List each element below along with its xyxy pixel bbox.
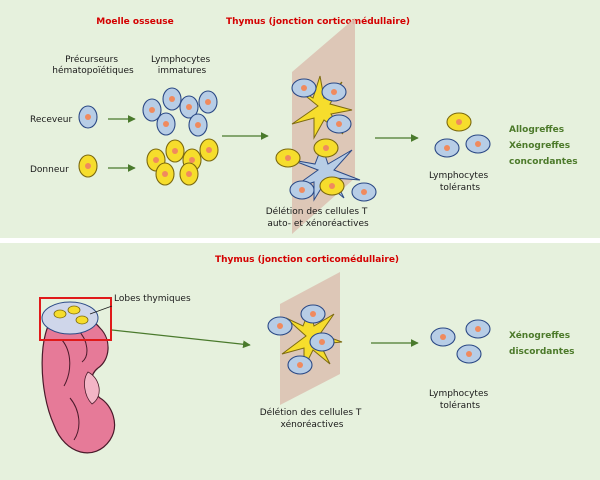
label-tolerant-top: Lymphocytes tolérants (429, 171, 491, 193)
outcome-discordant-xeno-2: discordantes (509, 347, 575, 357)
label-tolerant-bottom: Lymphocytes tolérants (429, 389, 491, 411)
outcome-allograft: Allogreffes (509, 125, 564, 135)
title-marrow: Moelle osseuse (96, 17, 174, 27)
label-donor: Donneur (30, 165, 69, 175)
outcome-concordant-xeno-2: concordantes (509, 157, 578, 167)
thymus-cells-bottom (267, 304, 335, 375)
label-deletion-top: Délétion des cellules T auto- et xénoréa… (266, 206, 371, 229)
arrow-to-thymus-bottom (111, 329, 251, 349)
immature-cells-donor (146, 138, 219, 186)
label-recipient: Receveur (30, 115, 72, 125)
precursor-cell-recipient (78, 105, 98, 129)
tolerant-cells-bottom (430, 319, 491, 364)
thymic-lobes-highlight (39, 297, 112, 341)
label-deletion-bottom: Délétion des cellules T xénoréactives (260, 407, 365, 430)
title-thymus-bottom: Thymus (jonction corticomédullaire) (215, 254, 399, 265)
outcome-concordant-xeno-1: Xénogreffes (509, 140, 570, 151)
label-precursors: Précurseurs hématopoïétiques (52, 54, 134, 76)
outcome-discordant-xeno-1: Xénogreffes (509, 330, 570, 341)
thymus-cells-top (275, 78, 377, 202)
label-thymic-lobes: Lobes thymiques (114, 294, 191, 304)
title-thymus-top: Thymus (jonction corticomédullaire) (226, 16, 410, 27)
precursor-cell-donor (78, 154, 98, 178)
kidney-illustration (41, 301, 115, 454)
tolerant-cells-top (434, 112, 491, 158)
label-immature: Lymphocytes immatures (151, 55, 213, 76)
immature-cells-recipient (142, 87, 218, 137)
lobes-leader-line (89, 305, 113, 315)
